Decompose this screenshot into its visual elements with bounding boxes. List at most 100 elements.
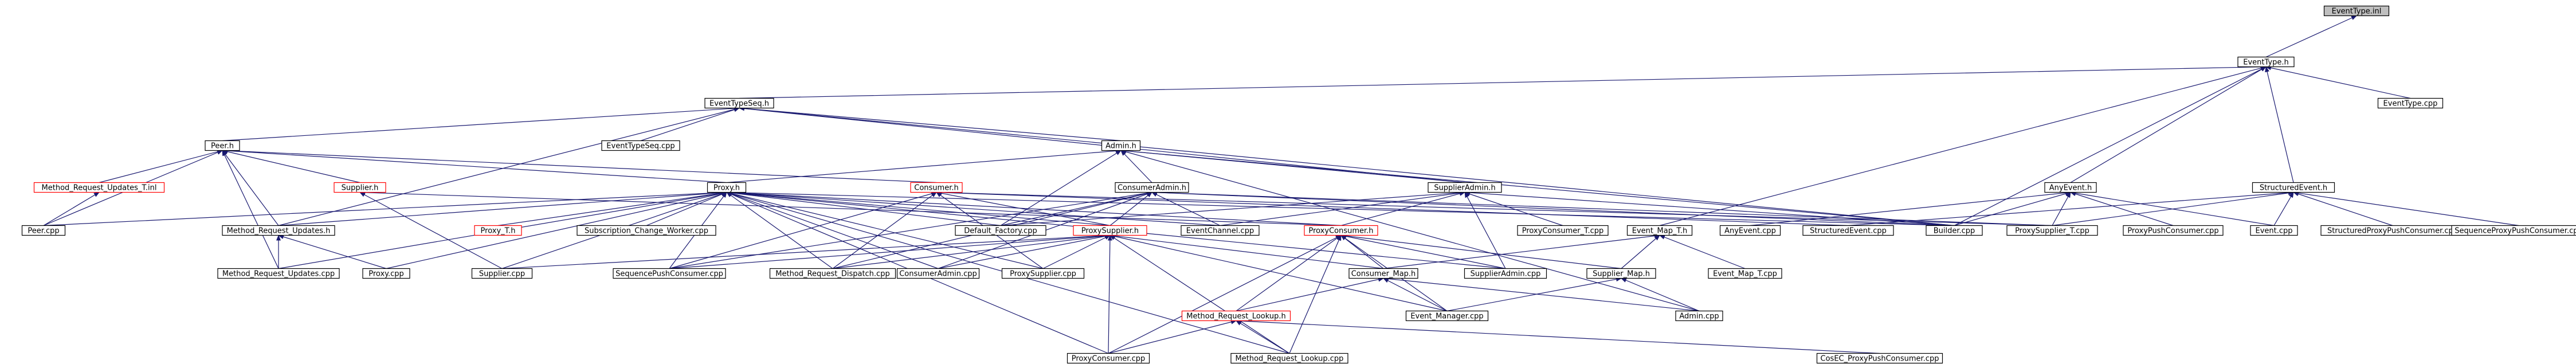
node-mrd-cpp[interactable]: Method_Request_Dispatch.cpp [769,268,896,279]
edge-structuredevent-h-to-eventtype-h [2265,66,2294,183]
node-consumeradmin-h[interactable]: ConsumerAdmin.h [1115,182,1189,193]
node-label: Admin.cpp [1679,312,1719,321]
edge-builder-cpp-to-eventtype-h [1954,66,2267,226]
node-consumer-h[interactable]: Consumer.h [910,182,963,193]
node-proxysupplier-cpp[interactable]: ProxySupplier.cpp [1001,268,1085,279]
edge-proxy-cpp-to-proxy-h [386,191,727,269]
node-anyevent-h[interactable]: AnyEvent.h [2044,182,2097,193]
node-event-cpp[interactable]: Event.cpp [2250,225,2298,236]
node-label: SupplierAdmin.cpp [1471,270,1541,279]
node-cosec-ppc-cpp[interactable]: CosEC_ProxyPushConsumer.cpp [1816,353,1943,364]
edge-supplier-cpp-to-proxysupplier-h [501,233,1111,269]
edge-eventchannel-cpp-to-consumeradmin-h [1151,191,1221,226]
node-mrl-cpp[interactable]: Method_Request_Lookup.cpp [1230,353,1348,364]
node-proxyconsumer-t-cpp[interactable]: ProxyConsumer_T.cpp [1517,225,1609,236]
node-sppc-cpp[interactable]: StructuredProxyPushConsumer.cpp [2320,225,2465,236]
node-proxy-t-h[interactable]: Proxy_T.h [474,225,522,236]
node-proxysupplier-t-cpp[interactable]: ProxySupplier_T.cpp [2006,225,2098,236]
node-label: Method_Request_Updates.h [227,227,331,236]
node-supplier-cpp[interactable]: Supplier.cpp [471,268,533,279]
edge-proxysupplier-t-cpp-to-consumeradmin-h [1151,190,2053,226]
edge-seqpushconsumer-cpp-to-consumeradmin-h [669,190,1152,269]
edge-proxy-t-h-to-proxy-h [497,190,727,226]
node-box [955,225,1046,236]
node-seqpushconsumer-cpp[interactable]: SequencePushConsumer.cpp [613,268,726,279]
node-structuredevent-h[interactable]: StructuredEvent.h [2252,182,2335,193]
node-eventtypeseq-h[interactable]: EventTypeSeq.h [704,97,774,109]
node-label: Admin.h [1105,142,1136,151]
node-mru-h[interactable]: Method_Request_Updates.h [222,225,335,236]
node-box [1626,225,1693,236]
node-box [474,225,522,236]
node-eventmanager-cpp[interactable]: Event_Manager.cpp [1405,310,1489,322]
node-mru-t-inl[interactable]: Method_Request_Updates_T.inl [33,182,165,193]
edge-proxy-h-to-peer-h [222,148,727,183]
edge-eventchannel-cpp-to-proxy-h [726,190,1221,226]
node-peer-cpp[interactable]: Peer.cpp [21,225,66,236]
node-supplier-h[interactable]: Supplier.h [334,182,386,193]
node-admin-h[interactable]: Admin.h [1101,140,1141,151]
edge-suppliermap-h-to-eventmap-t-h [1621,234,1660,269]
node-label: Proxy.cpp [368,270,404,279]
node-consumeradmin-cpp[interactable]: ConsumerAdmin.cpp [896,268,980,279]
node-label: Proxy_T.h [481,227,516,236]
node-box [362,268,410,279]
node-proxyconsumer-cpp[interactable]: ProxyConsumer.cpp [1067,353,1150,364]
edge-mru-h-to-eventtypeseq-h [278,107,740,226]
edge-peer-cpp-to-mru-t-inl [43,191,100,226]
node-admin-cpp[interactable]: Admin.cpp [1675,310,1723,322]
node-box [2451,225,2576,236]
node-eventtype-cpp[interactable]: EventType.cpp [2377,97,2444,109]
node-proxysupplier-h[interactable]: ProxySupplier.h [1073,225,1147,236]
node-label: Builder.cpp [1934,227,1975,236]
node-supplieradmin-cpp[interactable]: SupplierAdmin.cpp [1464,268,1547,279]
edge-consumermap-h-to-proxyconsumer-h [1340,234,1384,269]
node-proxy-cpp[interactable]: Proxy.cpp [362,268,410,279]
node-mrl-h[interactable]: Method_Request_Lookup.h [1181,310,1291,322]
node-label: SequenceProxyPushConsumer.cpp [2455,227,2576,236]
edge-builder-cpp-to-eventtypeseq-h [739,106,1955,226]
node-proxy-h[interactable]: Proxy.h [707,182,747,193]
node-eventchannel-cpp[interactable]: EventChannel.cpp [1181,225,1260,236]
node-box [613,268,726,279]
node-eventtype-h[interactable]: EventType.h [2237,56,2295,68]
edge-proxypushconsumer-cpp-to-anyevent-h [2070,191,2174,226]
node-suppliermap-h[interactable]: Supplier_Map.h [1586,268,1656,279]
node-label: Event.cpp [2255,227,2292,236]
edge-admin-cpp-to-consumermap-h [1383,276,1700,312]
node-proxypushconsumer-cpp[interactable]: ProxyPushConsumer.cpp [2123,225,2224,236]
node-supplieradmin-h[interactable]: SupplierAdmin.h [1428,182,1502,193]
edge-mru-cpp-to-peer-h [222,150,279,269]
node-label: Supplier_Map.h [1593,270,1650,279]
node-eventtype-inl[interactable]: EventType.inl [2323,5,2390,17]
edge-eventmanager-cpp-to-consumermap-h [1383,277,1448,312]
node-defaultfactory-cpp[interactable]: Default_Factory.cpp [955,225,1046,236]
edge-proxysupplier-cpp-to-proxysupplier-h [1042,234,1111,269]
node-anyevent-cpp[interactable]: AnyEvent.cpp [1719,225,1781,236]
node-peer-h[interactable]: Peer.h [205,140,240,151]
node-box [1926,225,1983,236]
node-seqppc-cpp[interactable]: SequenceProxyPushConsumer.cpp [2451,225,2576,236]
edge-structuredevent-cpp-to-consumer-h [936,190,1849,226]
node-box [1181,310,1291,322]
node-label: Peer.cpp [28,227,59,236]
edge-mru-h-to-proxy-h [278,190,727,226]
node-builder-cpp[interactable]: Builder.cpp [1926,225,1983,236]
node-eventmap-t-cpp[interactable]: Event_Map_T.cpp [1708,268,1782,279]
node-scw-cpp[interactable]: Subscription_Change_Worker.cpp [577,225,716,236]
edge-eventchannel-cpp-to-supplieradmin-h [1220,190,1465,226]
edge-consumeradmin-cpp-to-proxy-h [726,191,939,269]
node-consumermap-h[interactable]: Consumer_Map.h [1348,268,1418,279]
node-structuredevent-cpp[interactable]: StructuredEvent.cpp [1802,225,1894,236]
node-mru-cpp[interactable]: Method_Request_Updates.cpp [217,268,340,279]
edge-event-cpp-to-structuredevent-h [2273,191,2294,226]
edge-supplieradmin-cpp-to-proxyconsumer-h [1340,234,1506,269]
node-proxyconsumer-h[interactable]: ProxyConsumer.h [1304,225,1378,236]
edge-consumer-h-to-peer-h [222,148,937,183]
node-eventtypeseq-cpp[interactable]: EventTypeSeq.cpp [601,140,680,151]
node-box [1428,182,1502,193]
edge-eventtypeseq-h-to-eventtype-h [739,64,2267,99]
node-eventmap-t-h[interactable]: Event_Map_T.h [1626,225,1693,236]
edge-builder-cpp-to-anyevent-h [1954,191,2071,226]
